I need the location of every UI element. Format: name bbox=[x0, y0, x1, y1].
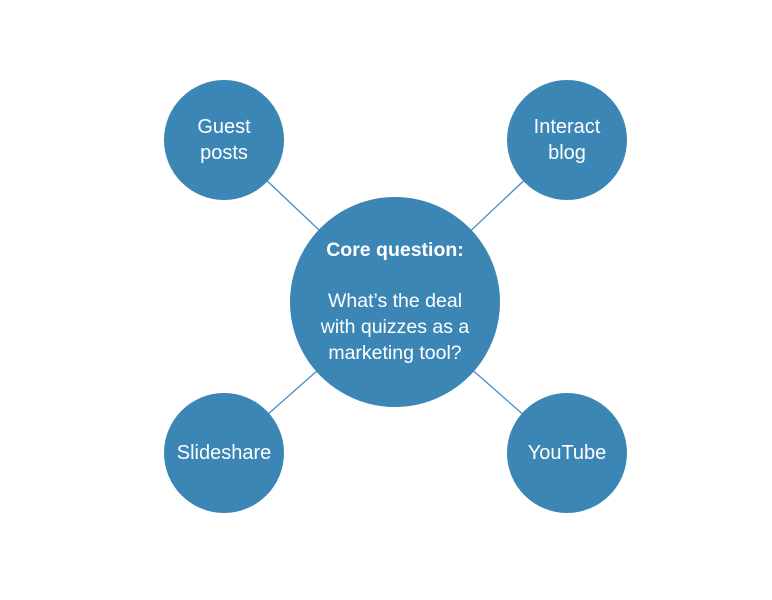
node-interact-blog-label: Interact blog bbox=[533, 116, 601, 164]
node-guest-posts: Guest posts bbox=[164, 80, 284, 200]
node-slideshare-label: Slideshare bbox=[176, 442, 272, 464]
center-node-core-question: Core question: What’s the deal with quiz… bbox=[290, 197, 500, 407]
node-youtube-label: YouTube bbox=[527, 442, 607, 464]
node-interact-blog: Interact blog bbox=[507, 80, 627, 200]
center-node-title: Core question: bbox=[326, 238, 464, 261]
node-youtube: YouTube bbox=[507, 393, 627, 513]
node-guest-posts-label: Guest posts bbox=[197, 116, 251, 164]
center-node-body: What’s the deal with quizzes as a market… bbox=[320, 290, 470, 364]
node-slideshare: Slideshare bbox=[164, 393, 284, 513]
center-node-text: Core question: What’s the deal with quiz… bbox=[307, 212, 484, 392]
